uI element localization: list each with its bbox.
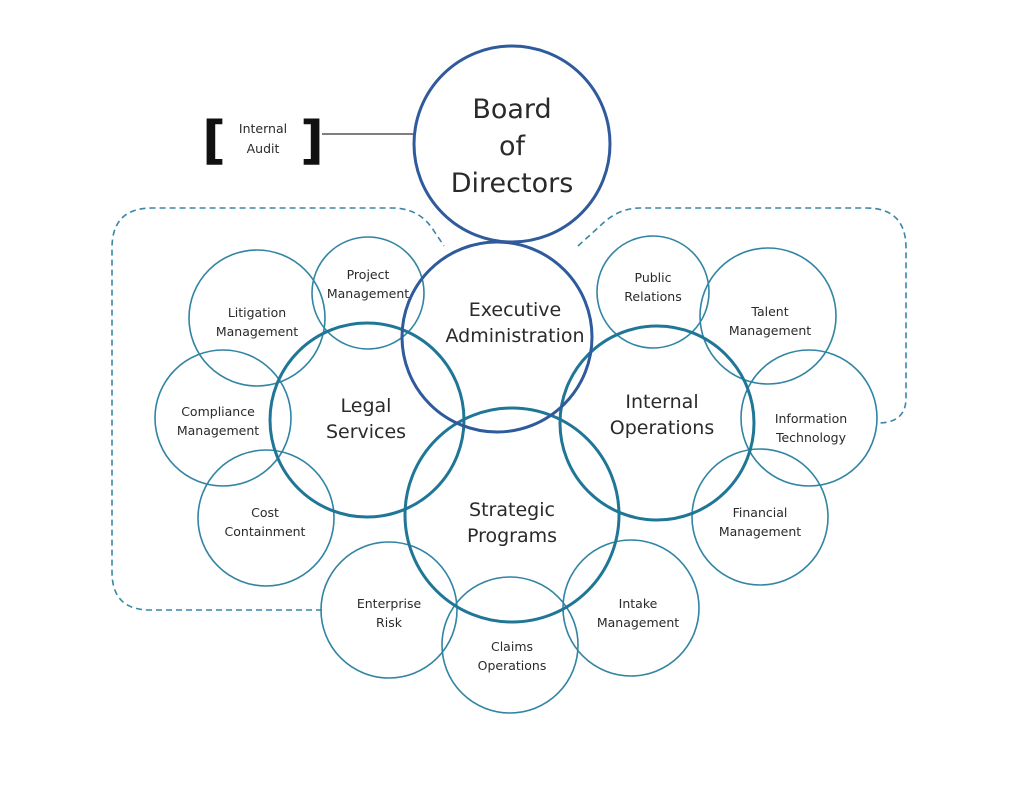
- internal-operations-circle[interactable]: [558, 324, 756, 522]
- strategic-label-line1: Strategic: [469, 499, 555, 521]
- litigation-label-line2: Management: [216, 324, 298, 339]
- board-label-line2: of: [499, 131, 527, 162]
- strategic-programs-circle[interactable]: [403, 406, 621, 624]
- project-label-line2: Management: [327, 286, 409, 301]
- financial-management-circle[interactable]: [691, 448, 829, 586]
- public-label-line1: Public: [635, 270, 672, 285]
- financial-label-line2: Management: [719, 524, 801, 539]
- talent-label-line1: Talent: [750, 304, 788, 319]
- internal-audit-label-line1: Internal: [239, 121, 287, 136]
- claims-operations-circle[interactable]: [441, 576, 579, 714]
- satellite-circles: [154, 235, 878, 714]
- information-technology-circle[interactable]: [740, 349, 878, 487]
- litigation-management-circle[interactable]: [188, 249, 326, 387]
- legal-label-line1: Legal: [341, 395, 392, 417]
- public-label-line2: Relations: [624, 289, 681, 304]
- legal-services-circle[interactable]: [268, 321, 466, 519]
- project-label-line1: Project: [347, 267, 390, 282]
- litigation-label-line1: Litigation: [228, 305, 286, 320]
- cost-containment-circle[interactable]: [197, 449, 335, 587]
- intake-label-line2: Management: [597, 615, 679, 630]
- right-bracket-icon: ]: [300, 111, 324, 171]
- board-of-directors-circle[interactable]: [412, 44, 612, 244]
- enterprise-label-line1: Enterprise: [357, 596, 422, 611]
- left-group-dashed-outline: [111, 207, 445, 611]
- cost-label-line1: Cost: [251, 505, 279, 520]
- right-group-dashed-outline: [577, 207, 907, 424]
- project-management-circle[interactable]: [311, 236, 425, 350]
- claims-label-line2: Operations: [478, 658, 547, 673]
- compliance-label-line1: Compliance: [181, 404, 255, 419]
- board-label-line3: Directors: [451, 168, 574, 199]
- talent-label-line2: Management: [729, 323, 811, 338]
- compliance-management-circle[interactable]: [154, 349, 292, 487]
- claims-label-line1: Claims: [491, 639, 533, 654]
- executive-label-line2: Administration: [445, 325, 584, 347]
- financial-label-line1: Financial: [733, 505, 788, 520]
- left-bracket-icon: [: [202, 111, 226, 171]
- enterprise-risk-circle[interactable]: [320, 541, 458, 679]
- public-relations-circle[interactable]: [596, 235, 710, 349]
- board-label-line1: Board: [472, 94, 551, 125]
- internal-label-line1: Internal: [625, 391, 698, 413]
- compliance-label-line2: Management: [177, 423, 259, 438]
- strategic-label-line2: Programs: [467, 525, 557, 547]
- infotech-label-line1: Information: [775, 411, 847, 426]
- legal-label-line2: Services: [326, 421, 406, 443]
- cost-label-line2: Containment: [225, 524, 306, 539]
- internal-label-line2: Operations: [610, 417, 714, 439]
- enterprise-label-line2: Risk: [376, 615, 403, 630]
- intake-label-line1: Intake: [619, 596, 658, 611]
- talent-management-circle[interactable]: [699, 247, 837, 385]
- internal-audit-label-line2: Audit: [247, 141, 280, 156]
- executive-label-line1: Executive: [469, 299, 562, 321]
- infotech-label-line2: Technology: [775, 430, 847, 445]
